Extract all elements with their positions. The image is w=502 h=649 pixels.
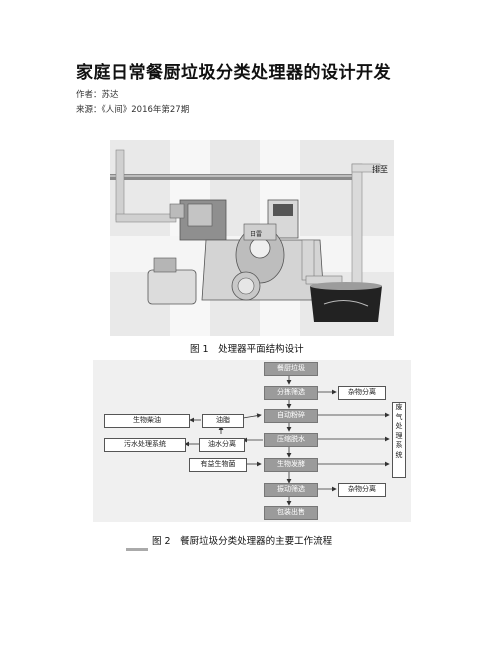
article-source: 来源：《人间》2016年第27期	[76, 105, 190, 115]
node-biodiesel: 生物柴油	[104, 414, 190, 428]
node-sewage: 污水处理系统	[104, 438, 186, 452]
figure-2-flowchart: 餐厨垃圾 分拣筛选 杂物分离 自动粉碎 压缩脱水 生物发酵 振动筛选 杂物分离 …	[93, 360, 411, 522]
machine-label: 日雷	[250, 231, 262, 238]
flowchart-connectors	[184, 375, 390, 506]
node-exhaust: 废气处理系统	[392, 402, 406, 478]
node-compress: 压缩脱水	[264, 433, 318, 447]
discharge-label: 排至	[372, 164, 388, 174]
cropped-text-fragment	[126, 548, 148, 551]
figure-1-illustration: 排至 日雷	[110, 140, 394, 336]
article-author: 作者：苏达	[76, 90, 119, 100]
node-sort: 分拣筛选	[264, 386, 318, 400]
figure-1-caption: 图 1 处理器平面结构设计	[190, 344, 304, 355]
node-impurity-1: 杂物分离	[338, 386, 386, 400]
node-oil: 油脂	[202, 414, 244, 428]
figure-2-caption: 图 2 餐厨垃圾分类处理器的主要工作流程	[152, 536, 333, 547]
article-title: 家庭日常餐厨垃圾分类处理器的设计开发	[76, 63, 391, 83]
node-impurity-2: 杂物分离	[338, 483, 386, 497]
node-vibrate: 振动筛选	[264, 483, 318, 497]
node-crush: 自动粉碎	[264, 409, 318, 423]
machine-drawing: 排至 日雷	[110, 140, 394, 336]
node-oil-water: 油水分离	[199, 438, 245, 452]
node-kitchen-waste: 餐厨垃圾	[264, 362, 318, 376]
node-bagging: 包装出售	[264, 506, 318, 520]
node-ferment: 生物发酵	[264, 458, 318, 472]
node-microbe: 有益生物菌	[189, 458, 247, 472]
